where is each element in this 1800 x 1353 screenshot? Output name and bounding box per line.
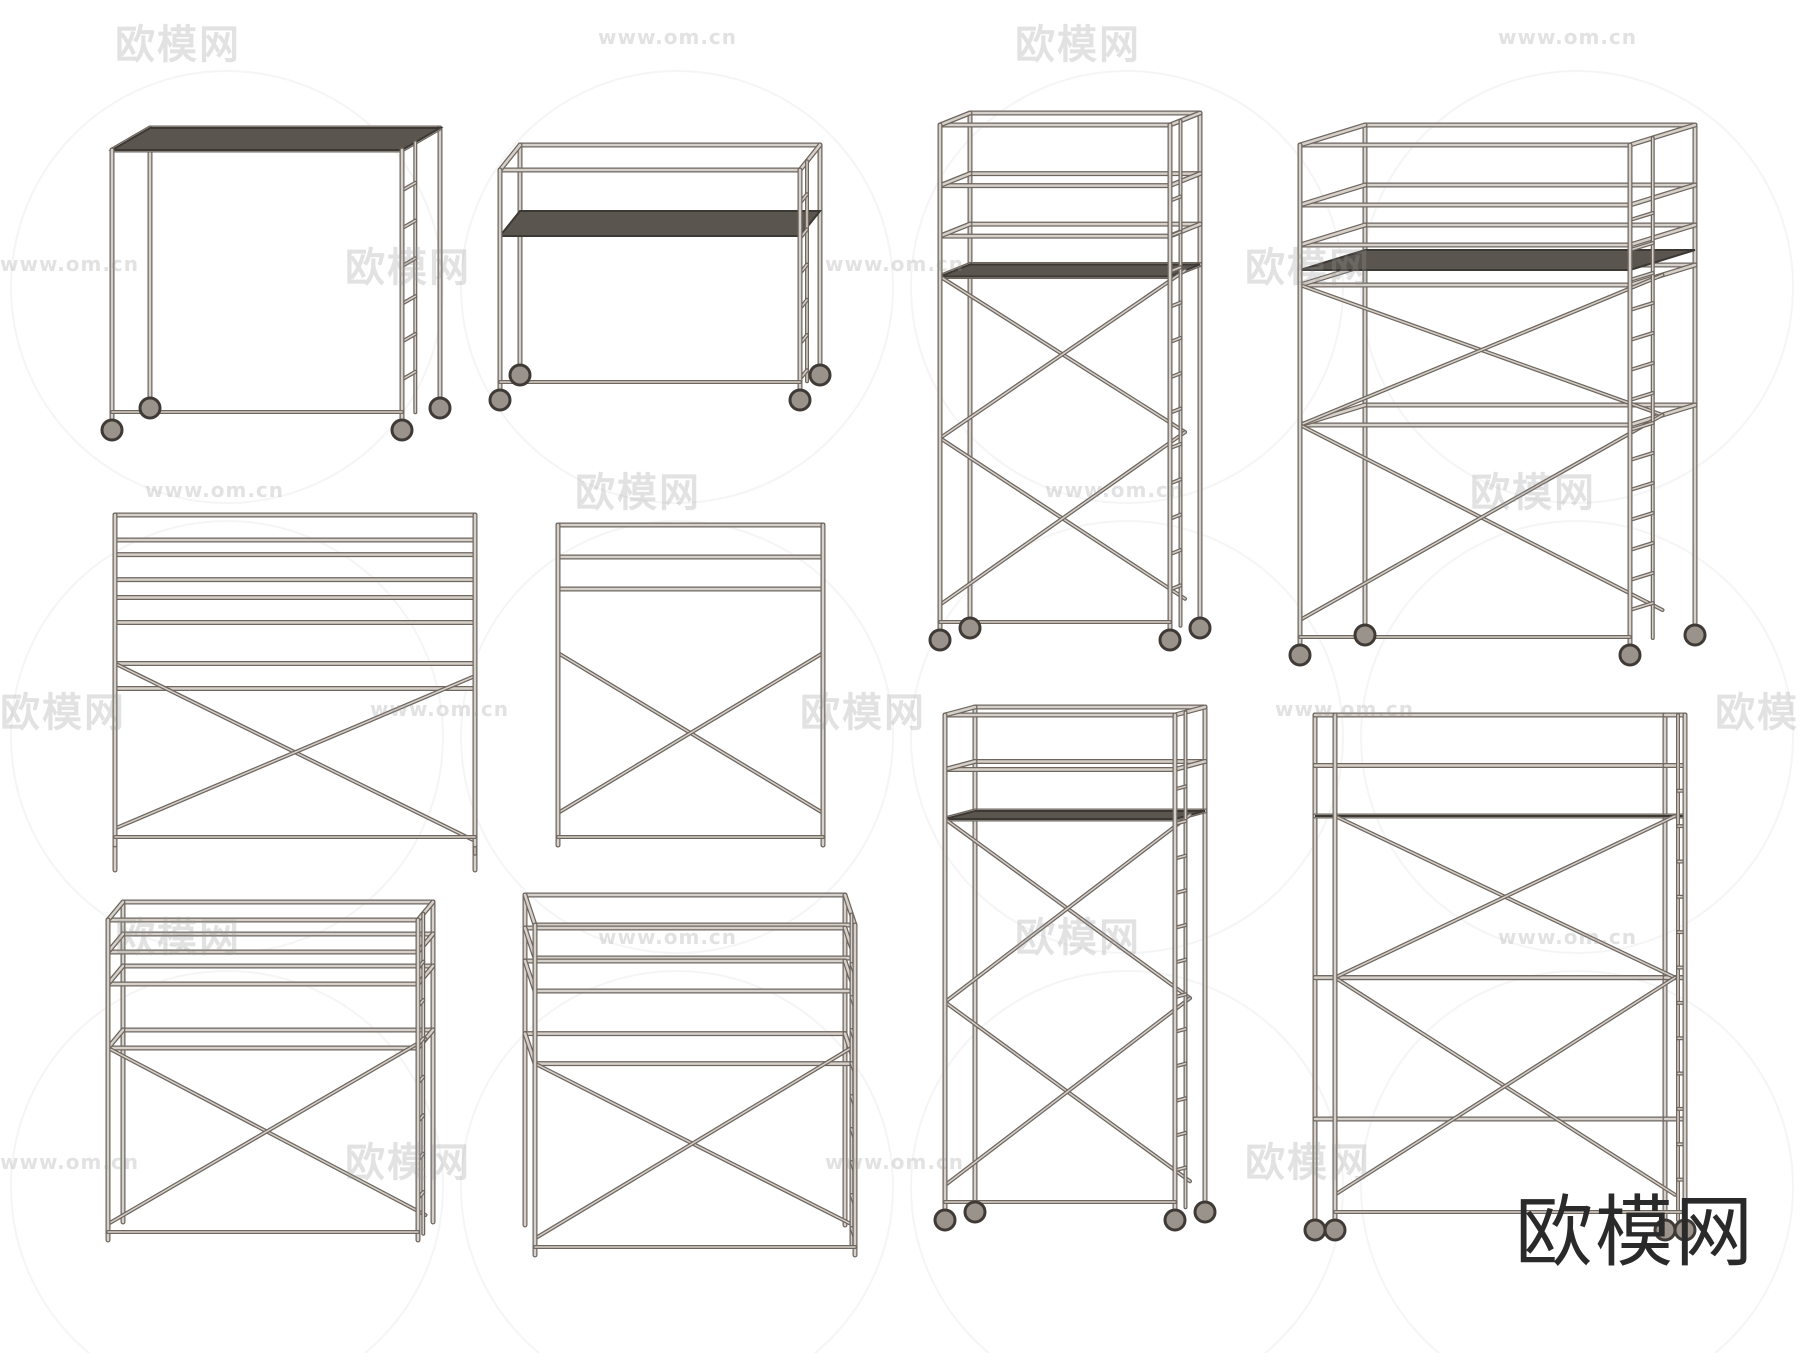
caster-wheel-icon	[1683, 623, 1707, 647]
scaffold-9	[105, 899, 436, 1243]
caster-wheel-icon	[788, 388, 812, 412]
caster-wheel-icon	[428, 396, 452, 420]
scaffold-10	[522, 892, 858, 1258]
corner-watermark: 欧模网	[1515, 1188, 1756, 1278]
scaffold-2	[488, 142, 832, 412]
scaffold-7	[933, 704, 1217, 1232]
caster-wheel-icon	[933, 1208, 957, 1232]
scaffold-8	[1303, 712, 1697, 1242]
scaffold-5	[112, 512, 478, 873]
scaffold-6	[555, 522, 826, 848]
caster-wheel-icon	[1323, 1218, 1347, 1242]
caster-wheel-icon	[1303, 1218, 1327, 1242]
caster-wheel-icon	[1618, 643, 1642, 667]
caster-wheel-icon	[100, 418, 124, 442]
caster-wheel-icon	[958, 616, 982, 640]
caster-wheel-icon	[1188, 616, 1212, 640]
caster-wheel-icon	[928, 628, 952, 652]
scaffold-3	[928, 110, 1212, 652]
caster-wheel-icon	[1288, 643, 1312, 667]
caster-wheel-icon	[808, 363, 832, 387]
caster-wheel-icon	[1158, 628, 1182, 652]
caster-wheel-icon	[1353, 623, 1377, 647]
scaffold-1	[100, 125, 452, 442]
caster-wheel-icon	[1193, 1200, 1217, 1224]
caster-wheel-icon	[963, 1200, 987, 1224]
caster-wheel-icon	[390, 418, 414, 442]
scaffold-4	[1288, 122, 1707, 667]
caster-wheel-icon	[1163, 1208, 1187, 1232]
caster-wheel-icon	[488, 388, 512, 412]
caster-wheel-icon	[138, 396, 162, 420]
caster-wheel-icon	[508, 363, 532, 387]
caster-wheel-icon	[1653, 1218, 1677, 1242]
